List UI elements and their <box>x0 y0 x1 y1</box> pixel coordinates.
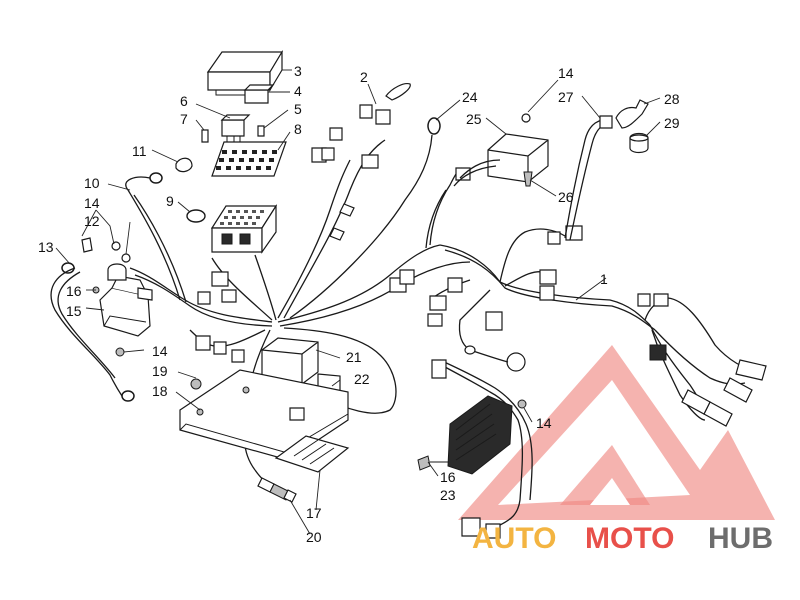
callouts: 1 2 3 4 5 6 7 8 9 10 11 12 13 14 14 14 1… <box>38 63 680 545</box>
module-25 <box>453 113 549 187</box>
callout-17: 17 <box>306 505 322 521</box>
watermark-text: AUTO MOTO HUB <box>472 522 773 555</box>
cdi-module <box>261 337 341 403</box>
watermark-moto: MOTO <box>585 522 674 555</box>
callout-7: 7 <box>180 111 188 127</box>
callout-14-right: 14 <box>536 415 552 431</box>
callout-16-right: 16 <box>440 469 456 485</box>
relay-6 <box>220 114 251 142</box>
callout-18: 18 <box>152 383 168 399</box>
callout-26: 26 <box>558 189 574 205</box>
callout-9: 9 <box>166 193 174 209</box>
watermark-hub: HUB <box>708 522 773 555</box>
callout-24: 24 <box>462 89 478 105</box>
callout-10: 10 <box>84 175 100 191</box>
callout-23: 23 <box>440 487 456 503</box>
callout-15: 15 <box>66 303 82 319</box>
callout-6: 6 <box>180 93 188 109</box>
leader-lines <box>55 69 661 535</box>
elbow-28 <box>615 99 649 129</box>
callout-14-left: 14 <box>84 195 100 211</box>
starter-solenoid <box>81 237 153 357</box>
callout-2: 2 <box>360 69 368 85</box>
callout-1: 1 <box>600 271 608 287</box>
callout-5: 5 <box>294 101 302 117</box>
cap-29 <box>629 132 649 154</box>
fuse-block-8 <box>211 141 287 177</box>
harness-connectors <box>61 83 767 427</box>
callout-3: 3 <box>294 63 302 79</box>
sensor-20 <box>254 469 297 503</box>
callout-29: 29 <box>664 115 680 131</box>
callout-11: 11 <box>132 143 147 159</box>
callout-22: 22 <box>354 371 370 387</box>
callout-27: 27 <box>558 89 574 105</box>
fuse-7 <box>201 129 209 143</box>
relay-4 <box>243 84 275 104</box>
callout-19: 19 <box>152 363 168 379</box>
callout-20: 20 <box>306 529 322 545</box>
callout-14-top: 14 <box>558 65 574 81</box>
callout-28: 28 <box>664 91 680 107</box>
fuse-5 <box>257 125 265 137</box>
label-sticker <box>274 435 350 473</box>
main-harness <box>50 134 761 471</box>
callout-21: 21 <box>346 349 362 365</box>
clip-9 <box>186 209 206 223</box>
watermark-logo <box>458 345 775 520</box>
callout-16-left: 16 <box>66 283 82 299</box>
callout-4: 4 <box>294 83 302 99</box>
callout-25: 25 <box>466 111 482 127</box>
callout-12: 12 <box>84 213 100 229</box>
voltage-regulator <box>417 359 533 539</box>
watermark-auto: AUTO <box>472 522 556 555</box>
callout-13: 13 <box>38 239 54 255</box>
fuse-relay-block <box>210 203 278 254</box>
fuse-box-cover <box>206 49 284 96</box>
hose-27 <box>564 115 613 241</box>
callout-8: 8 <box>294 121 302 137</box>
callout-14-bottom: 14 <box>152 343 168 359</box>
